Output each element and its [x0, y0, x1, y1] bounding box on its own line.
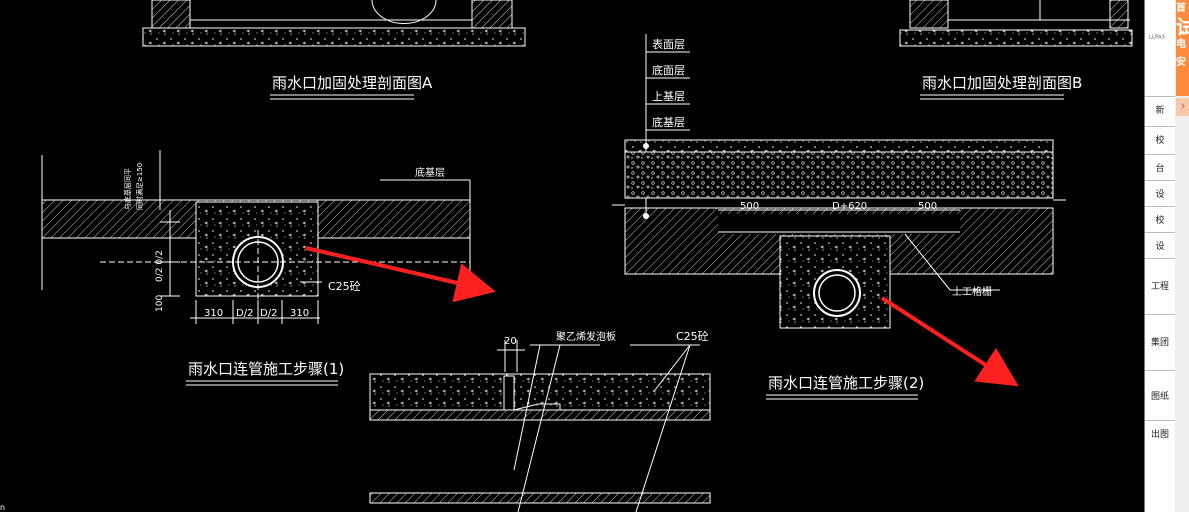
layer-4: 底基层	[652, 115, 685, 129]
section-a-fragment	[142, 0, 526, 47]
menu-item-8-label: 集团	[1150, 338, 1169, 348]
ad-text-1: 首	[1176, 3, 1186, 14]
label-foam-board: 聚乙烯发泡板	[556, 330, 616, 343]
annotation-arrow-right	[880, 296, 1019, 387]
chevron-right-icon[interactable]: ›	[1176, 98, 1189, 116]
cad-drawing-canvas[interactable]: 雨水口加固处理剖面图A 雨水口加固处理剖面图B 底基层	[0, 0, 1144, 512]
layer-3: 上基层	[652, 90, 685, 103]
label-c25-bottom: C25砼	[676, 330, 709, 343]
title-section-a: 雨水口加固处理剖面图A	[272, 74, 433, 92]
menu-item-6-label: 设	[1155, 242, 1165, 252]
annotation-arrow-left	[305, 246, 496, 303]
dim-d2-a: D/2	[236, 308, 253, 319]
menu-item-5-label: 校	[1155, 216, 1165, 226]
menu-item-8[interactable]: 集团	[1145, 314, 1175, 370]
ad-text-3: 电	[1176, 39, 1186, 50]
side-panel-header: LLPAS	[1145, 0, 1175, 96]
title-section-b: 雨水口加固处理剖面图B	[922, 74, 1082, 92]
note-vertical: 与底基层同平	[123, 168, 132, 210]
corner-label: n	[0, 503, 5, 512]
menu-item-10[interactable]: 出图	[1145, 420, 1175, 450]
title-step2: 雨水口连管施工步骤(2)	[768, 374, 924, 392]
layer-2: 底面层	[652, 63, 685, 77]
label-base-layer: 底基层	[415, 166, 445, 179]
section-b-fragment	[899, 0, 1133, 47]
pipe-detail-drawing	[369, 340, 711, 512]
dim-310-right: 310	[290, 308, 309, 319]
layer-1: 表面层	[652, 37, 685, 51]
ad-text-2: 试	[1176, 15, 1189, 39]
menu-item-1-label: 新	[1155, 106, 1165, 116]
dim-d620: D+620	[832, 201, 867, 212]
ad-strip[interactable]: 首 试 电 安 ›	[1175, 0, 1189, 512]
dim-100: 100	[155, 295, 165, 312]
menu-item-5[interactable]: 校	[1145, 206, 1175, 232]
ad-banner[interactable]: 首 试 电 安	[1176, 0, 1189, 96]
ad-text-4: 安	[1176, 57, 1186, 68]
menu-item-2[interactable]: 校	[1145, 126, 1175, 154]
menu-item-7[interactable]: 工程	[1145, 258, 1175, 314]
menu-item-6[interactable]: 设	[1145, 232, 1175, 258]
menu-item-3-label: 台	[1155, 164, 1165, 174]
dim-d2-b: D/2	[260, 308, 277, 319]
dim-310-left: 310	[204, 308, 223, 319]
menu-item-9[interactable]: 图纸	[1145, 370, 1175, 420]
menu-item-4[interactable]: 设	[1145, 180, 1175, 206]
right-side-panel: LLPAS 首 试 电 安 › 新 校 台 设 校 设 工程 集团 图纸 出图	[1144, 0, 1189, 512]
menu-item-10-label: 出图	[1150, 430, 1169, 440]
menu-item-7-label: 工程	[1150, 282, 1169, 292]
menu-item-2-label: 校	[1155, 136, 1165, 146]
note-vertical2: 同时满足≥150	[135, 163, 144, 210]
title-step1: 雨水口连管施工步骤(1)	[188, 360, 344, 378]
menu-item-9-label: 图纸	[1150, 392, 1169, 402]
dim-20: 20	[504, 336, 517, 347]
brand-logo: LLPAS	[1149, 34, 1166, 41]
dim-500-right: 500	[918, 201, 937, 212]
dim-500-left: 500	[740, 201, 759, 212]
menu-item-1[interactable]: 新	[1145, 96, 1175, 126]
label-geogrid: 土工格栅	[952, 285, 992, 298]
dim-d2-vertical: 0/2 0/2	[155, 250, 165, 282]
step2-drawing	[612, 139, 1066, 329]
dims-bottom-left: 310 D/2 D/2 310	[204, 308, 309, 319]
menu-item-4-label: 设	[1155, 190, 1165, 200]
menu-item-3[interactable]: 台	[1145, 154, 1175, 180]
label-c25-left: C25砼	[328, 280, 361, 293]
step1-drawing	[41, 150, 471, 324]
